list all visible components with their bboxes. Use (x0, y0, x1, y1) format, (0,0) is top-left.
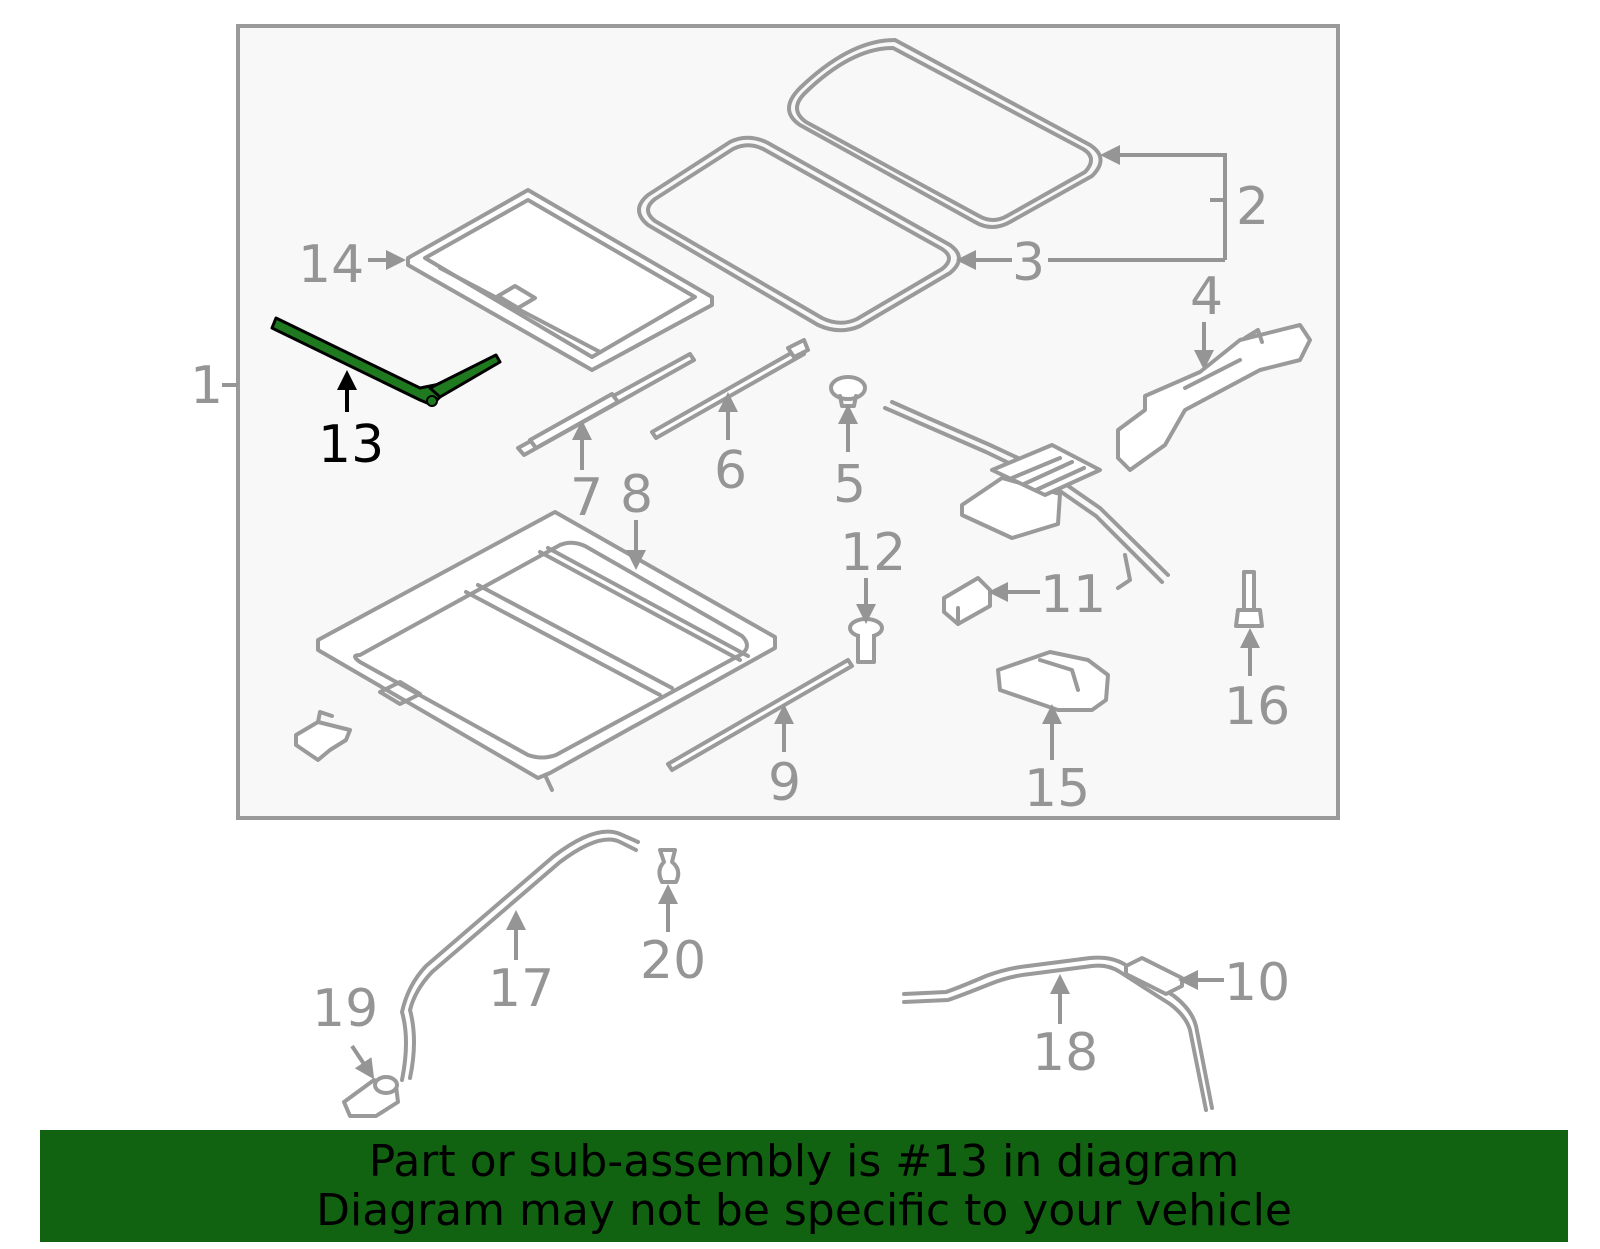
leader-lines (222, 145, 1260, 1080)
part-19-hose-connector (342, 1075, 400, 1118)
part-10-pad (1124, 956, 1184, 996)
callout-15: 15 (1024, 759, 1090, 819)
part-frame-bracket (294, 710, 352, 762)
callout-13: 13 (318, 415, 384, 475)
callout-12: 12 (840, 523, 906, 583)
part-14-sunshade (406, 188, 714, 372)
callout-9: 9 (768, 753, 801, 813)
callout-7: 7 (570, 468, 603, 528)
part-4-side-rail (1116, 323, 1312, 472)
part-11-retainer (942, 576, 992, 626)
part-5-grommet (829, 375, 867, 408)
part-17-drain-hose (400, 829, 640, 1082)
callout-6: 6 (714, 441, 747, 501)
part-2-glass-panel (787, 38, 1103, 229)
callout-1: 1 (190, 356, 223, 416)
callout-5: 5 (833, 455, 866, 515)
part-16-bolt (1234, 570, 1264, 628)
callout-18: 18 (1032, 1023, 1098, 1083)
part-3-glass-seal (637, 135, 961, 333)
part-13-drain-track (270, 316, 502, 407)
info-banner: Part or sub-assembly is #13 in diagram D… (40, 1130, 1568, 1242)
part-8-sunroof-frame (316, 510, 777, 792)
callout-2: 2 (1236, 177, 1269, 237)
callout-20: 20 (640, 931, 706, 991)
callout-10: 10 (1224, 953, 1290, 1013)
callout-17: 17 (488, 959, 554, 1019)
banner-line-2: Diagram may not be specific to your vehi… (316, 1185, 1292, 1236)
part-20-hose-clip (657, 848, 681, 884)
part-18-drain-hose (902, 955, 1214, 1112)
callout-3: 3 (1012, 233, 1045, 293)
callout-14: 14 (298, 235, 364, 295)
banner-line-1: Part or sub-assembly is #13 in diagram (368, 1136, 1240, 1187)
part-9-weatherstrip (666, 658, 854, 772)
part-motor-cable-assembly (883, 400, 1170, 590)
callout-19: 19 (312, 979, 378, 1039)
callout-11: 11 (1040, 565, 1106, 625)
callout-4: 4 (1190, 267, 1223, 327)
callout-8: 8 (620, 465, 653, 525)
callout-16: 16 (1224, 677, 1290, 737)
part-15-motor (996, 650, 1110, 712)
